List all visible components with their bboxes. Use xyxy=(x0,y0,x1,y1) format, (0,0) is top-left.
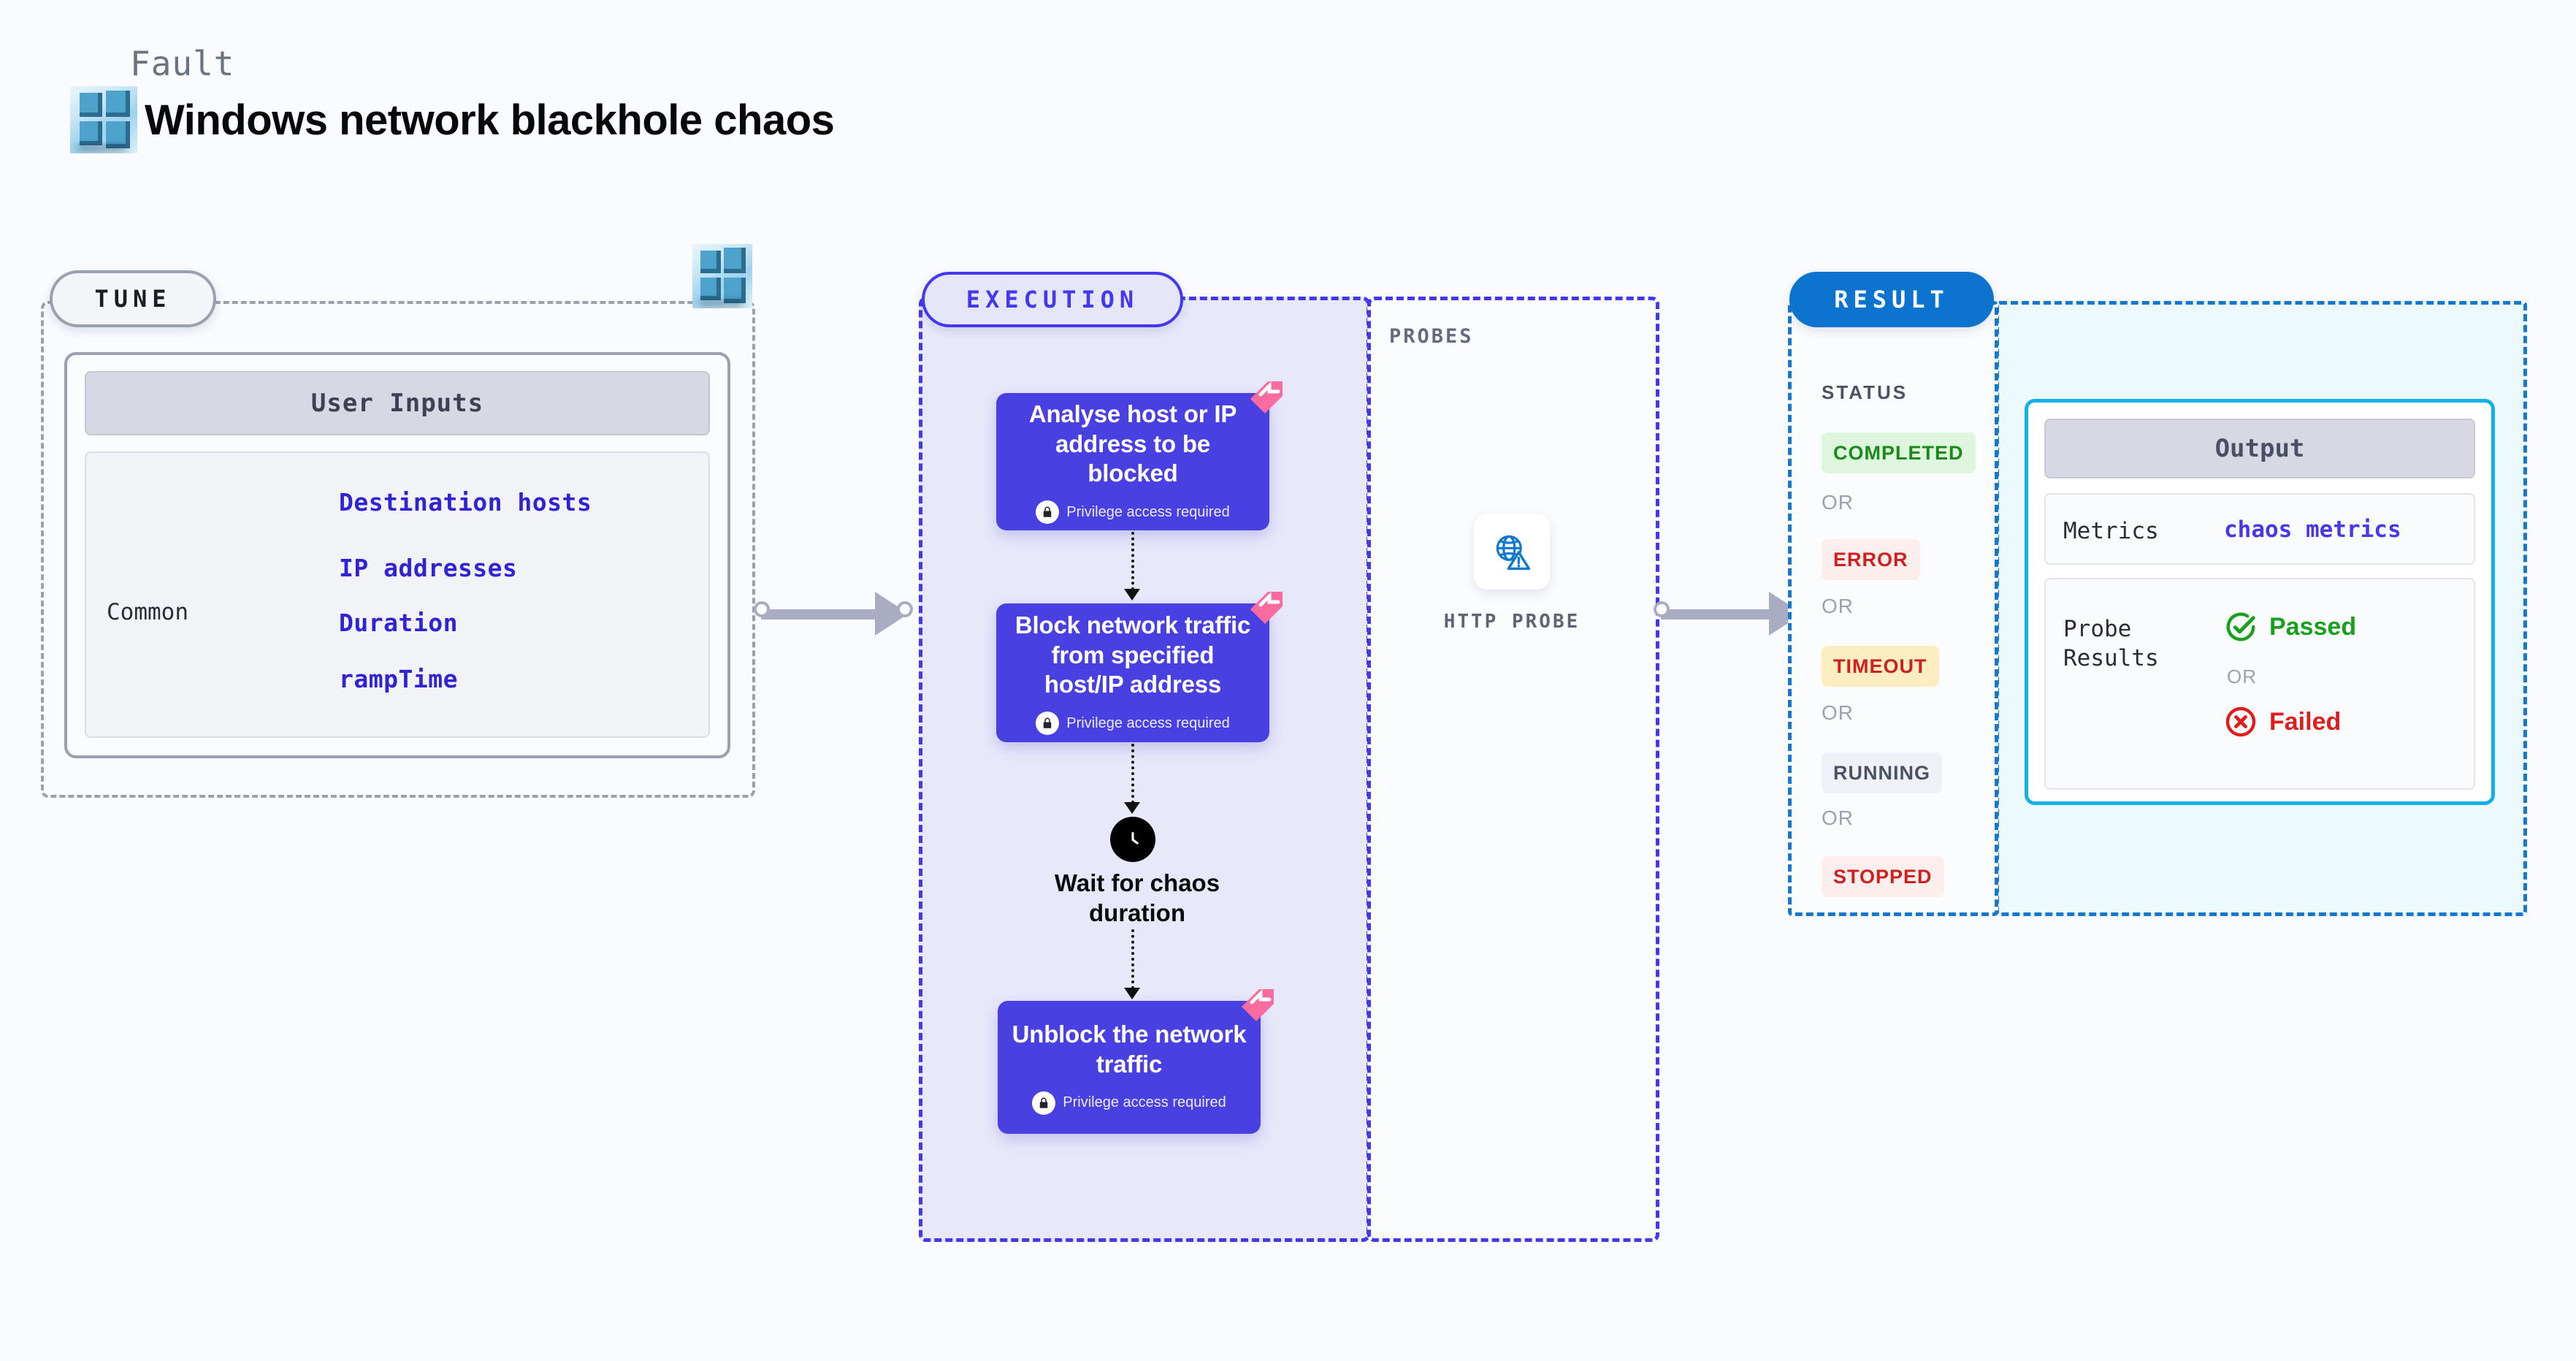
user-inputs-header-label: User Inputs xyxy=(310,389,484,418)
probe-result-failed: Failed xyxy=(2224,705,2341,739)
output-probe-results-row: Probe Results Passed OR Failed xyxy=(2044,578,2475,790)
privilege-notice: Privilege access required xyxy=(1036,712,1230,736)
param-destination-hosts[interactable]: Destination hosts xyxy=(339,488,592,516)
probe-result-passed-label: Passed xyxy=(2269,612,2357,641)
user-inputs-body: Common Destination hosts IP addresses Du… xyxy=(85,451,710,738)
chaos-corner-badge-icon xyxy=(1250,381,1283,413)
flow-arrow-1-head xyxy=(1124,589,1140,601)
output-metrics-key: Metrics xyxy=(2063,518,2159,544)
probes-panel xyxy=(1367,297,1659,1242)
x-circle-icon xyxy=(2225,706,2256,737)
chaos-corner-badge-icon xyxy=(1242,988,1274,1021)
execution-step-title: Block network traffic from specified hos… xyxy=(1014,611,1251,698)
output-card: Output Metrics chaos metrics Probe Resul… xyxy=(2025,399,2495,805)
chaos-corner-badge-icon xyxy=(1250,591,1283,624)
result-pill-label: RESULT xyxy=(1834,286,1949,313)
status-or-label: OR xyxy=(1822,491,1854,514)
flow-arrow-1 xyxy=(1131,532,1134,590)
result-pill: RESULT xyxy=(1789,272,1994,327)
globe-warning-icon xyxy=(1496,535,1531,571)
execution-pill: EXECUTION xyxy=(922,272,1183,327)
probe-result-passed: Passed xyxy=(2224,610,2356,644)
status-title-label: STATUS xyxy=(1822,381,1908,403)
privilege-notice: Privilege access required xyxy=(1036,500,1230,525)
result-status-panel xyxy=(1788,301,1998,916)
windows-logo-icon xyxy=(70,86,137,153)
execution-step-analyse[interactable]: Analyse host or IP address to be blocked… xyxy=(996,381,1283,530)
probe-result-or-label: OR xyxy=(2227,666,2257,687)
status-badge-timeout: TIMEOUT xyxy=(1822,646,1939,687)
privilege-notice: Privilege access required xyxy=(1032,1091,1226,1115)
execution-step-unblock-traffic[interactable]: Unblock the network traffic Privilege ac… xyxy=(998,988,1274,1134)
status-badge-running: RUNNING xyxy=(1822,752,1942,793)
lock-icon xyxy=(1036,500,1060,525)
flow-arrow-2 xyxy=(1131,744,1134,804)
status-badge-error: ERROR xyxy=(1822,539,1920,580)
flow-arrow-3-head xyxy=(1124,988,1140,999)
privilege-notice-label: Privilege access required xyxy=(1063,1094,1226,1111)
param-ip-addresses[interactable]: IP addresses xyxy=(339,554,518,582)
output-metrics-row: Metrics chaos metrics xyxy=(2044,493,2475,565)
user-inputs-header: User Inputs xyxy=(85,371,710,435)
connector-tune-to-execution xyxy=(754,592,922,636)
param-ramptime[interactable]: rampTime xyxy=(339,665,458,693)
output-metrics-value[interactable]: chaos metrics xyxy=(2224,516,2401,543)
status-badge-completed: COMPLETED xyxy=(1822,432,1976,473)
page-header: Fault Windows network blackhole chaos xyxy=(70,44,835,153)
lock-icon xyxy=(1032,1091,1056,1115)
probe-item-http-probe[interactable] xyxy=(1474,514,1550,590)
output-card-header-label: Output xyxy=(2214,434,2305,463)
status-badge-label: ERROR xyxy=(1833,548,1908,571)
status-badge-stopped: STOPPED xyxy=(1822,856,1944,897)
tune-pill-label: TUNE xyxy=(94,285,172,313)
execution-step-title: Analyse host or IP address to be blocked xyxy=(1028,400,1237,487)
execution-pill-label: EXECUTION xyxy=(966,286,1139,313)
probes-section-label: PROBES xyxy=(1389,325,1474,348)
status-badge-label: STOPPED xyxy=(1833,865,1933,888)
status-or-label: OR xyxy=(1822,701,1854,724)
param-duration[interactable]: Duration xyxy=(339,609,458,637)
flow-arrow-2-head xyxy=(1124,802,1140,814)
privilege-notice-label: Privilege access required xyxy=(1066,714,1230,731)
execution-step-block-traffic[interactable]: Block network traffic from specified hos… xyxy=(996,591,1283,742)
tune-panel xyxy=(41,301,755,798)
status-or-label: OR xyxy=(1822,595,1854,617)
tune-windows-logo-icon xyxy=(692,244,752,308)
status-badge-label: COMPLETED xyxy=(1833,441,1964,464)
tune-pill: TUNE xyxy=(50,270,216,327)
check-circle-icon xyxy=(2226,612,2255,641)
clock-icon xyxy=(1110,817,1155,862)
tune-user-inputs-card: User Inputs Common Destination hosts IP … xyxy=(64,352,730,758)
status-badge-label: RUNNING xyxy=(1833,761,1930,784)
output-probe-results-key: Probe Results xyxy=(2063,616,2159,672)
param-group-label: Common xyxy=(107,599,188,625)
page-title: Windows network blackhole chaos xyxy=(145,96,835,144)
status-or-label: OR xyxy=(1822,807,1854,829)
fault-eyebrow-label: Fault xyxy=(130,44,235,83)
lock-icon xyxy=(1036,712,1060,736)
status-badge-label: TIMEOUT xyxy=(1833,655,1927,677)
flow-arrow-3 xyxy=(1131,929,1134,989)
output-card-header: Output xyxy=(2044,419,2475,479)
execution-step-title: Unblock the network traffic xyxy=(1012,1021,1247,1078)
probe-result-failed-label: Failed xyxy=(2269,707,2342,736)
wait-for-chaos-duration-label: Wait for chaos duration xyxy=(1054,869,1220,927)
privilege-notice-label: Privilege access required xyxy=(1066,503,1230,520)
probe-item-http-probe-label: HTTP PROBE xyxy=(1443,611,1581,633)
